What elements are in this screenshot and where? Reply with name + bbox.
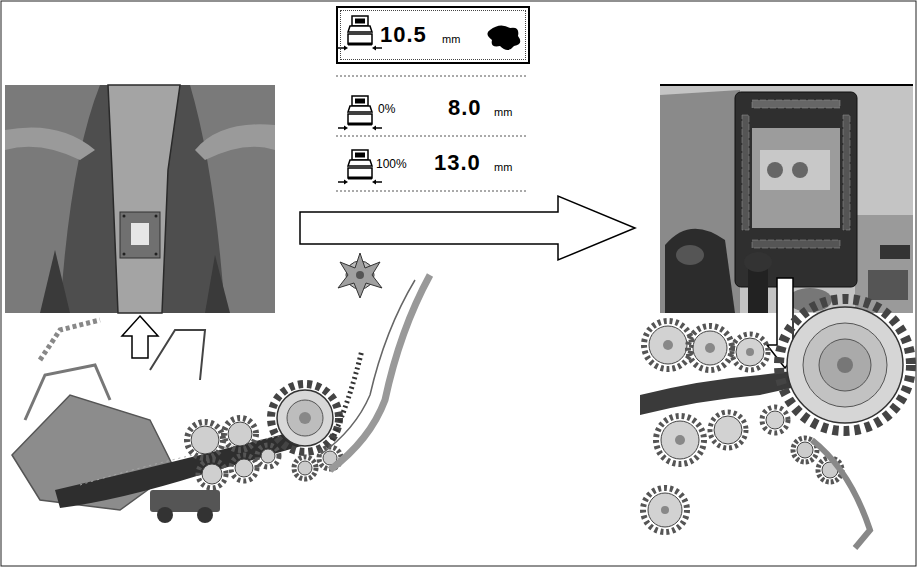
gap-value: 13.0 bbox=[434, 152, 481, 174]
display-row-box: 10.5 mm bbox=[336, 6, 530, 64]
rollers-drawing bbox=[640, 299, 911, 548]
harvester-drawing bbox=[12, 253, 430, 523]
gap-value: 8.0 bbox=[448, 97, 482, 119]
percent-label: 0% bbox=[378, 103, 395, 115]
percent-label: 100% bbox=[376, 158, 407, 170]
flow-arrow bbox=[122, 316, 158, 358]
crop-icon bbox=[487, 25, 520, 50]
gap-value: 10.5 bbox=[380, 24, 427, 46]
unit-label: mm bbox=[442, 34, 460, 45]
sensor-photo bbox=[5, 85, 275, 313]
display-panel bbox=[336, 16, 528, 191]
unit-label: mm bbox=[494, 107, 512, 118]
flow-arrow bbox=[300, 196, 635, 260]
unit-label: mm bbox=[494, 162, 512, 173]
